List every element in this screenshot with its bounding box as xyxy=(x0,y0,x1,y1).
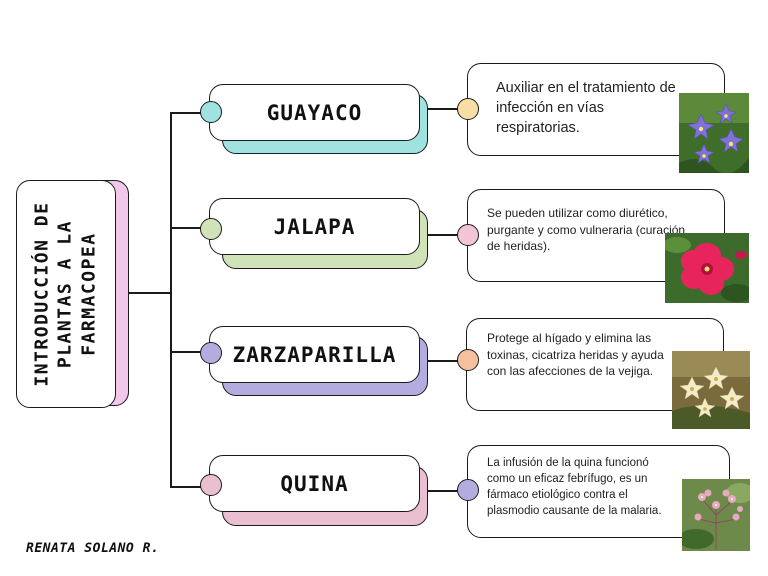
zarzaparilla-card: ZARZAPARILLA xyxy=(209,326,420,383)
branch-connector-4 xyxy=(170,486,210,488)
jalapa-card: JALAPA xyxy=(209,198,420,255)
root-title-line-2: PLANTAS A LA xyxy=(55,219,77,369)
guayaco-title: GUAYACO xyxy=(266,100,363,125)
root-card xyxy=(16,180,116,408)
jalapa-right-dot xyxy=(457,224,479,246)
jalapa-title: JALAPA xyxy=(273,214,356,239)
guayaco-photo xyxy=(679,93,749,173)
root-title: INTRODUCCIÓN DE PLANTAS A LA FARMACOPEA xyxy=(19,183,113,405)
root-connector xyxy=(128,292,171,294)
quina-description: La infusión de la quina funcionó como un… xyxy=(487,457,662,517)
quina-left-dot xyxy=(200,474,222,496)
desc-connector-3 xyxy=(420,360,470,362)
trunk-line xyxy=(170,112,172,487)
desc-connector-1 xyxy=(420,108,470,110)
branch-connector-1 xyxy=(170,112,210,114)
jalapa-description: Se pueden utilizar como diurético, purga… xyxy=(487,206,686,254)
guayaco-description: Auxiliar en el tratamiento de infección … xyxy=(496,80,676,136)
guayaco-right-dot xyxy=(457,98,479,120)
jalapa-left-dot xyxy=(200,218,222,240)
guayaco-left-dot xyxy=(200,101,222,123)
zarzaparilla-title: ZARZAPARILLA xyxy=(232,342,397,367)
author-signature: RENATA SOLANO R. xyxy=(26,541,160,556)
desc-connector-2 xyxy=(420,234,470,236)
guayaco-card: GUAYACO xyxy=(209,84,420,141)
quina-photo xyxy=(682,479,750,551)
quina-card: QUINA xyxy=(209,455,420,512)
zarzaparilla-right-dot xyxy=(457,349,479,371)
jalapa-photo xyxy=(665,233,749,303)
zarzaparilla-left-dot xyxy=(200,342,222,364)
root-title-line-1: INTRODUCCIÓN DE xyxy=(31,201,53,387)
quina-right-dot xyxy=(457,479,479,501)
desc-connector-4 xyxy=(420,490,470,492)
zarzaparilla-description: Protege al hígado y elimina las toxinas,… xyxy=(487,331,664,379)
branch-connector-3 xyxy=(170,351,210,353)
zarzaparilla-photo xyxy=(672,351,750,429)
branch-connector-2 xyxy=(170,227,210,229)
root-title-line-3: FARMACOPEA xyxy=(78,232,100,356)
quina-title: QUINA xyxy=(280,471,349,496)
